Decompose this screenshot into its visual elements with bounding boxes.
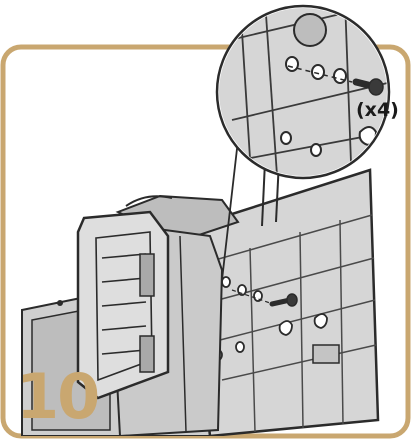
screw-quantity-label: (x4) bbox=[356, 100, 399, 120]
step-number: 10 bbox=[16, 366, 98, 428]
